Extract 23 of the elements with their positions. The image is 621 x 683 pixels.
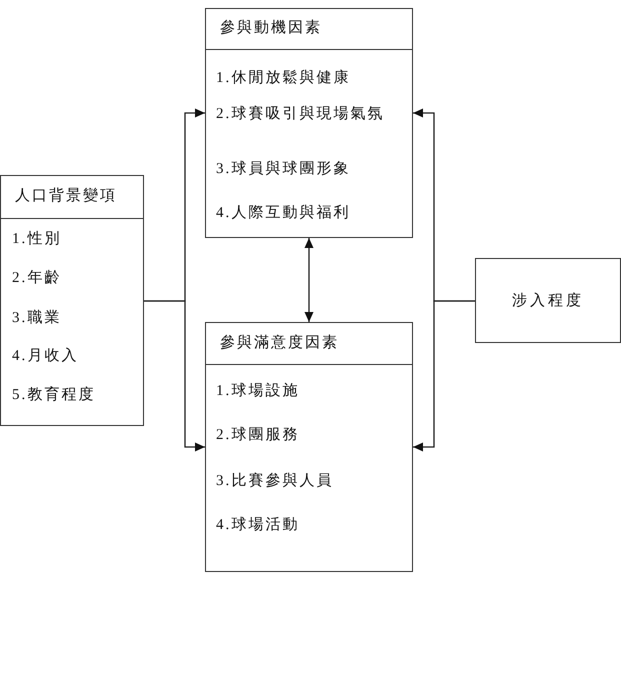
list-item: 2.年齡 [12,268,62,288]
list-item: 3.職業 [12,308,62,328]
heading-row: 參與動機因素 [206,9,412,50]
list-item: 1.球場設施 [216,382,300,401]
list-item: 3.球員與球團形象 [216,160,350,179]
list-item: 4.人際互動與福利 [216,204,350,223]
list-item: 3.比賽參與人員 [216,472,334,491]
arrow [413,300,475,452]
list-item: 5.教育程度 [12,385,96,405]
list-item: 1.休閒放鬆與健康 [216,68,350,88]
list-item: 2.球賽吸引與現場氣氛 [216,104,384,124]
label-box: 涉入程度 [475,258,621,343]
heading-row: 人口背景變項 [1,176,143,219]
list-box [205,8,413,238]
list-item: 4.球場活動 [216,516,300,535]
heading-row: 參與滿意度因素 [206,323,412,365]
arrow [304,238,314,322]
list-box [0,175,144,426]
list-item: 2.球團服務 [216,426,300,445]
list-item: 1.性別 [12,230,62,249]
arrow [144,300,205,452]
list-box [205,322,413,572]
list-item: 4.月收入 [12,346,78,366]
